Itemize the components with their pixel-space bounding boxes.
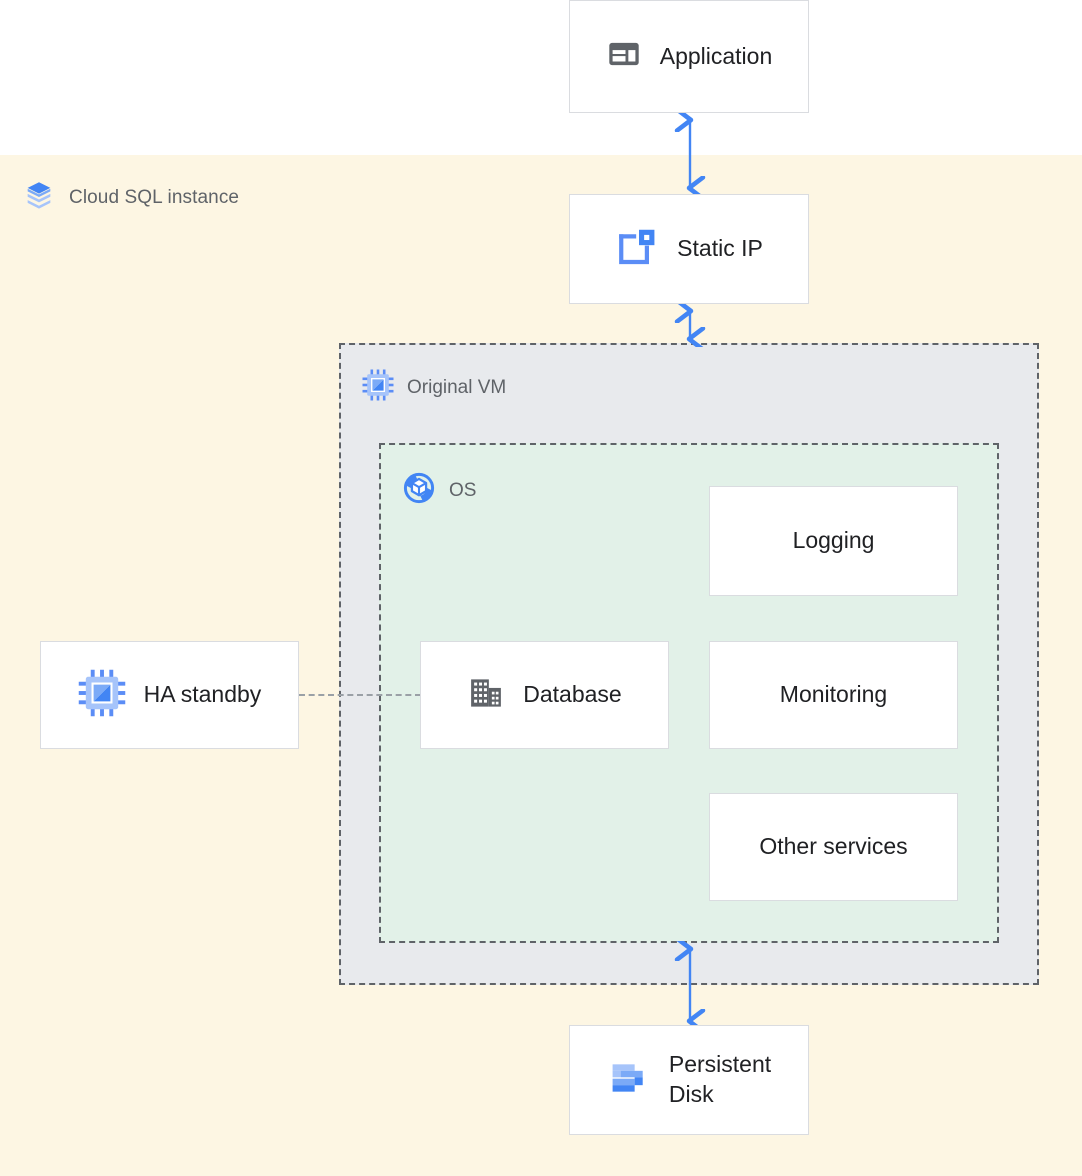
node-label-database: Database bbox=[523, 681, 622, 708]
node-label-other-services: Other services bbox=[759, 833, 908, 860]
node-application[interactable]: Application bbox=[569, 0, 809, 113]
cpu-chip-icon bbox=[78, 669, 126, 722]
node-ha-standby[interactable]: HA standby bbox=[40, 641, 299, 749]
node-persistent-disk[interactable]: Persistent Disk bbox=[569, 1025, 809, 1135]
region-label-text-original-vm: Original VM bbox=[407, 376, 507, 398]
static-ip-icon bbox=[615, 225, 659, 274]
node-label-logging: Logging bbox=[792, 527, 875, 554]
connector-ha-standby-to-database bbox=[299, 694, 421, 696]
node-label-persistent-disk: Persistent Disk bbox=[668, 1051, 772, 1107]
node-logging[interactable]: Logging bbox=[709, 486, 958, 596]
node-label-monitoring: Monitoring bbox=[779, 681, 888, 708]
database-building-icon bbox=[467, 674, 505, 717]
node-monitoring[interactable]: Monitoring bbox=[709, 641, 958, 749]
region-label-text-cloud-sql: Cloud SQL instance bbox=[69, 186, 240, 208]
cloud-sql-stack-icon bbox=[22, 178, 56, 217]
node-label-ha-standby: HA standby bbox=[143, 681, 262, 708]
connector-static-ip-to-original-vm bbox=[672, 303, 708, 347]
persistent-disk-icon bbox=[607, 1057, 649, 1104]
cpu-chip-icon bbox=[362, 369, 394, 406]
region-label-text-os: OS bbox=[449, 479, 477, 501]
connector-application-to-static-ip bbox=[672, 112, 708, 196]
connector-os-to-persistent-disk bbox=[672, 941, 708, 1029]
region-label-cloud-sql: Cloud SQL instance bbox=[22, 178, 239, 217]
region-label-original-vm: Original VM bbox=[362, 369, 506, 406]
node-label-application: Application bbox=[659, 42, 773, 69]
node-static-ip[interactable]: Static IP bbox=[569, 194, 809, 304]
node-database[interactable]: Database bbox=[420, 641, 669, 749]
region-label-os: OS bbox=[402, 471, 476, 510]
application-window-icon bbox=[606, 36, 642, 77]
node-other-services[interactable]: Other services bbox=[709, 793, 958, 901]
node-label-static-ip: Static IP bbox=[677, 235, 763, 262]
os-cube-circle-icon bbox=[402, 471, 436, 510]
